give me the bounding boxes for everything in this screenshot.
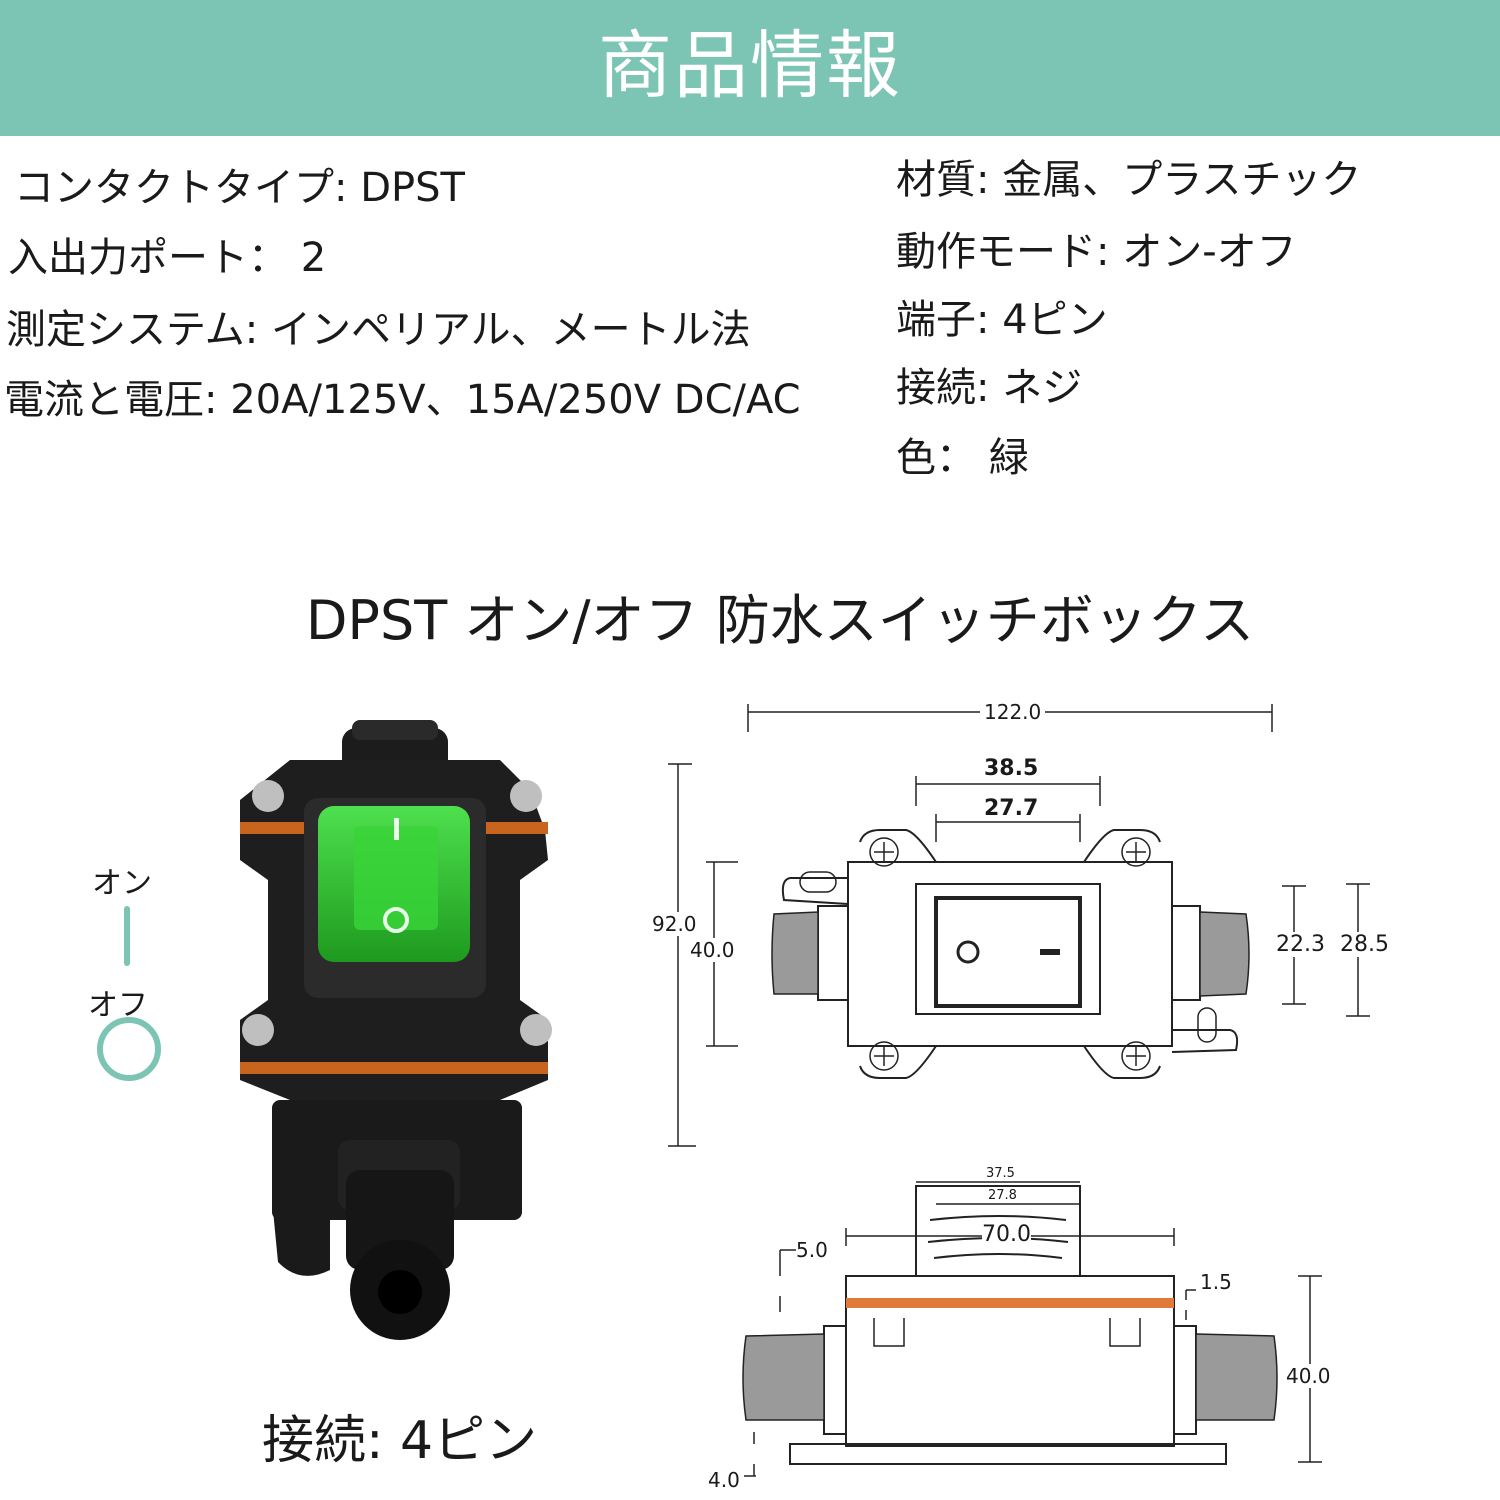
screw-icon [869, 1041, 899, 1071]
spec-measurement-system: 測定システム: インペリアル、メートル法 [6, 307, 751, 353]
gasket-strip [846, 1298, 1174, 1308]
dim-side-mid-width: 70.0 [982, 1222, 1031, 1247]
right-gland [1171, 905, 1201, 1001]
spec-connection: 接続: ネジ [896, 365, 1083, 411]
spec-terminal: 端子: 4ピン [896, 297, 1108, 343]
spec-operation-mode: 動作モード: オン-オフ [896, 229, 1297, 275]
screw-icon [510, 780, 542, 812]
off-symbol-icon [97, 1017, 161, 1081]
dim-gland-inner: 22.3 [1276, 932, 1325, 957]
top-view-switch [915, 883, 1101, 1015]
spec-material: 材質: 金属、プラスチック [896, 157, 1362, 203]
dim-overall-width: 122.0 [980, 700, 1046, 724]
dim-base: 4.0 [708, 1468, 740, 1492]
screw-icon [1121, 1041, 1151, 1071]
screw-icon [520, 1014, 552, 1046]
photo-caption: 接続: 4ピン [262, 1411, 538, 1471]
dim-outer-switch-width: 38.5 [984, 756, 1039, 781]
spec-current-voltage: 電流と電圧: 20A/125V、15A/250V DC/AC [4, 377, 801, 423]
side-left-gland [742, 1333, 825, 1421]
screw-icon [1121, 837, 1151, 867]
screw-icon [242, 1014, 274, 1046]
dim-inner-switch-width: 27.7 [984, 796, 1039, 821]
dim-side-height: 40.0 [1286, 1364, 1331, 1388]
spec-io-ports: 入出力ポート： 2 [8, 235, 327, 281]
product-subtitle: DPST オン/オフ 防水スイッチボックス [305, 589, 1255, 652]
screw-icon [869, 837, 899, 867]
dim-body-height: 40.0 [690, 938, 735, 962]
dim-overall-height: 92.0 [652, 912, 697, 936]
legend-on-label: オン [92, 866, 152, 901]
spec-color: 色： 緑 [896, 435, 1029, 481]
spec-contact-type: コンタクトタイプ: DPST [14, 165, 465, 211]
left-gland [817, 905, 849, 1001]
dim-gland-outer: 28.5 [1340, 932, 1389, 957]
dim-side-top-inner: 27.8 [988, 1188, 1017, 1203]
legend-off-label: オフ [88, 988, 148, 1023]
screw-icon [252, 780, 284, 812]
dim-lid-offset: 5.0 [796, 1238, 828, 1262]
side-right-gland [1195, 1333, 1278, 1421]
dim-side-top-outer: 37.5 [986, 1166, 1015, 1181]
dim-gasket: 1.5 [1200, 1270, 1232, 1294]
on-symbol-icon [124, 906, 130, 966]
page-title: 商品情報 [598, 23, 902, 109]
header-banner [0, 0, 1500, 136]
